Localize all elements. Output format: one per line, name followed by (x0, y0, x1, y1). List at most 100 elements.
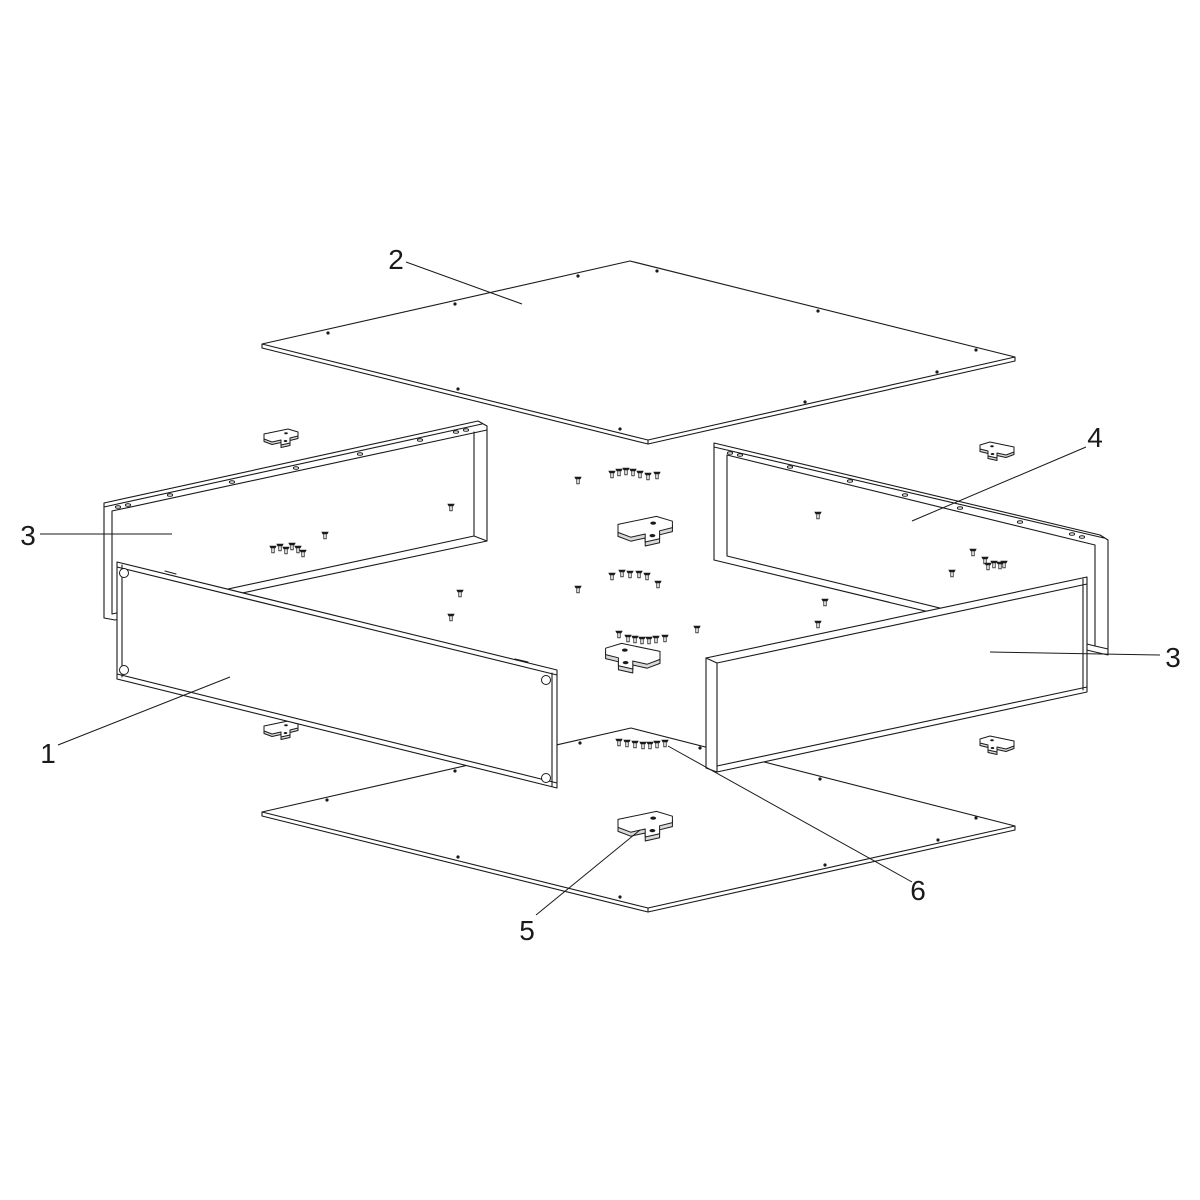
leader-line (989, 651, 1161, 656)
mounting-hole (974, 348, 978, 352)
flange-hole (166, 493, 174, 497)
screw (661, 739, 669, 748)
screw (294, 545, 302, 554)
right-side-panel (705, 576, 1088, 773)
flange-hole (1068, 532, 1076, 536)
flange-hole (416, 438, 424, 442)
mounting-hole (818, 777, 822, 781)
mounting-hole (698, 746, 702, 750)
callout-top-plate: 2 (388, 244, 523, 305)
leader-line (535, 829, 641, 916)
mounting-hole (453, 769, 457, 773)
screw (638, 636, 646, 645)
screw (636, 470, 644, 479)
left-panel-flange-holes (114, 428, 470, 509)
flange-hole (726, 451, 734, 455)
callout-label: 1 (40, 738, 56, 769)
mounting-hole (935, 370, 939, 374)
screw (574, 476, 582, 485)
screw (814, 511, 822, 520)
flange-hole (901, 493, 909, 497)
screw (984, 562, 992, 571)
corner-hole (119, 665, 129, 675)
screw (631, 740, 639, 749)
mounting-hole (816, 309, 820, 313)
screw (574, 585, 582, 594)
screw (646, 741, 654, 750)
screw (693, 625, 701, 634)
top-plate (261, 260, 1016, 445)
screw (623, 739, 631, 748)
screw (615, 468, 623, 477)
flange-hole (114, 505, 122, 509)
corner-bracket (606, 643, 660, 673)
screw (635, 570, 643, 579)
callout-label: 3 (1165, 642, 1181, 673)
flange-hole (736, 453, 744, 457)
callout-label: 2 (388, 244, 404, 275)
loose-hardware (264, 429, 1014, 841)
flange-hole (228, 480, 236, 484)
screw (288, 542, 296, 551)
corner-hole (119, 568, 129, 578)
screw (269, 545, 277, 554)
callout-left-side-panel: 3 (20, 520, 172, 551)
mounting-hole (325, 798, 329, 802)
screw (447, 503, 455, 512)
screw (821, 598, 829, 607)
mounting-hole (655, 269, 659, 273)
mounting-hole (456, 387, 460, 391)
corner-bracket (618, 811, 672, 841)
corner-bracket (264, 721, 298, 740)
screw (608, 470, 616, 479)
flange-hole (292, 466, 300, 470)
callout-label: 4 (1087, 422, 1103, 453)
flange-hole (956, 506, 964, 510)
screw (814, 620, 822, 629)
screw (629, 468, 637, 477)
callout-front-panel: 1 (40, 676, 231, 769)
screw (282, 546, 290, 555)
corner-bracket (264, 429, 298, 448)
screw (321, 531, 329, 540)
corner-bracket (980, 442, 1014, 461)
mounting-hole (576, 274, 580, 278)
mounting-hole (936, 838, 940, 842)
screw (615, 738, 623, 747)
mounting-hole (456, 855, 460, 859)
screw (653, 740, 661, 749)
flange-hole (124, 503, 132, 507)
corner-bracket (618, 516, 672, 546)
callout-bracket: 5 (519, 829, 641, 946)
screw (644, 472, 652, 481)
front-panel (116, 561, 558, 789)
mounting-hole (974, 816, 978, 820)
screw (622, 467, 630, 476)
screw (948, 569, 956, 578)
callout-label: 3 (20, 520, 36, 551)
corner-bracket (980, 736, 1014, 755)
screw (626, 570, 634, 579)
screw (969, 548, 977, 557)
callout-screw: 6 (667, 745, 926, 906)
callout-label: 5 (519, 915, 535, 946)
bottom-plate-holes (325, 741, 978, 899)
screw (661, 634, 669, 643)
flange-hole (356, 452, 364, 456)
screw (618, 569, 626, 578)
flange-hole (786, 465, 794, 469)
leader-line (667, 745, 913, 883)
screw (615, 630, 623, 639)
rear-panel-flange-holes (726, 451, 1086, 539)
screw (643, 572, 651, 581)
screw (447, 613, 455, 622)
screw (276, 543, 284, 552)
screw (631, 635, 639, 644)
flange-hole (1016, 520, 1024, 524)
leader-line (911, 446, 1087, 522)
flange-hole (1078, 535, 1086, 539)
screw (654, 580, 662, 589)
screw (456, 589, 464, 598)
